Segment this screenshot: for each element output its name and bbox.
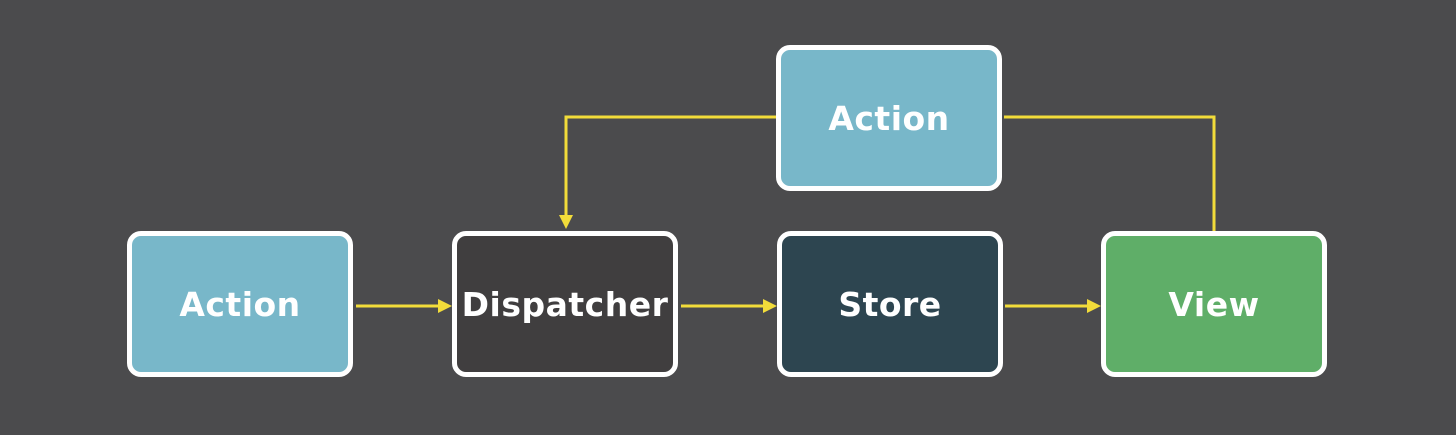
arrow-store-to-view: [1005, 299, 1101, 313]
dispatcher-node: Dispatcher: [452, 231, 678, 377]
arrow-dispatcher-to-store: [681, 299, 777, 313]
action-node: Action: [127, 231, 353, 377]
store-node: Store: [777, 231, 1003, 377]
action-feedback-node: Action: [776, 45, 1002, 191]
store-node-label: Store: [838, 284, 942, 324]
arrow-action-to-dispatcher-feedback: [559, 115, 776, 229]
dispatcher-node-label: Dispatcher: [461, 284, 669, 324]
arrow-action-to-dispatcher: [356, 299, 452, 313]
line-view-to-action: [1004, 115, 1216, 231]
view-node-label: View: [1168, 284, 1260, 324]
action-feedback-node-label: Action: [828, 98, 950, 138]
action-node-label: Action: [179, 284, 301, 324]
view-node: View: [1101, 231, 1327, 377]
